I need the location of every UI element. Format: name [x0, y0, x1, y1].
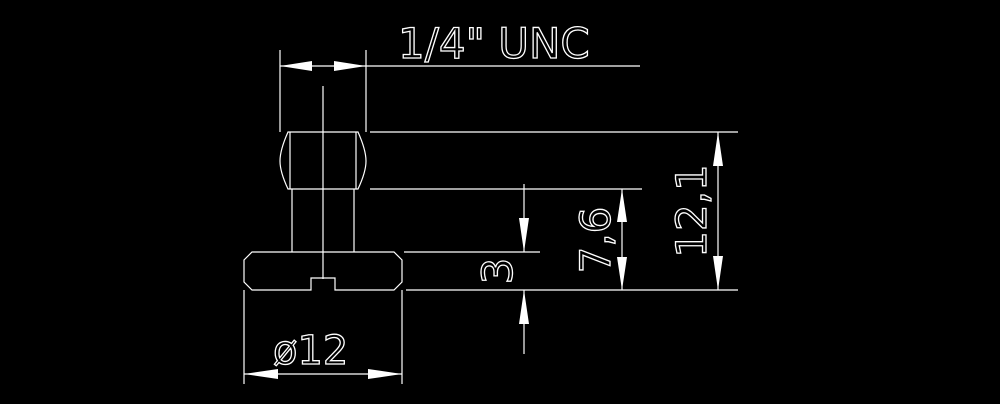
- thread-dimension: 1/4" UNC: [279, 18, 640, 132]
- total-height-label: 12,1: [667, 164, 716, 258]
- diameter-dimension: ø12: [243, 290, 403, 384]
- arrowhead-dia-right: [368, 369, 402, 379]
- arrowhead-shank-bottom: [617, 257, 627, 290]
- total-height-dimension: 12,1: [666, 132, 723, 290]
- arrowhead-total-bottom: [713, 256, 723, 290]
- arrowhead-thread-right: [334, 61, 366, 71]
- stud-threaded-end: [279, 131, 367, 190]
- shank-height-dimension: 7,6: [570, 189, 627, 290]
- arrowhead-dia-left: [244, 369, 278, 379]
- part-outline: [243, 86, 403, 291]
- shank-height-label: 7,6: [571, 207, 620, 274]
- arrowhead-head-bottom: [519, 290, 529, 324]
- arrowhead-shank-top: [617, 189, 627, 222]
- thread-label: 1/4" UNC: [398, 19, 590, 68]
- arrowhead-total-top: [713, 132, 723, 166]
- height-extension-lines: [370, 131, 738, 291]
- arrowhead-head-top: [519, 218, 529, 252]
- slotted-head: [243, 251, 403, 291]
- arrowhead-thread-left: [280, 61, 312, 71]
- head-height-label: 3: [473, 258, 522, 285]
- head-height-dimension: 3: [472, 184, 529, 354]
- diameter-label: ø12: [273, 328, 348, 374]
